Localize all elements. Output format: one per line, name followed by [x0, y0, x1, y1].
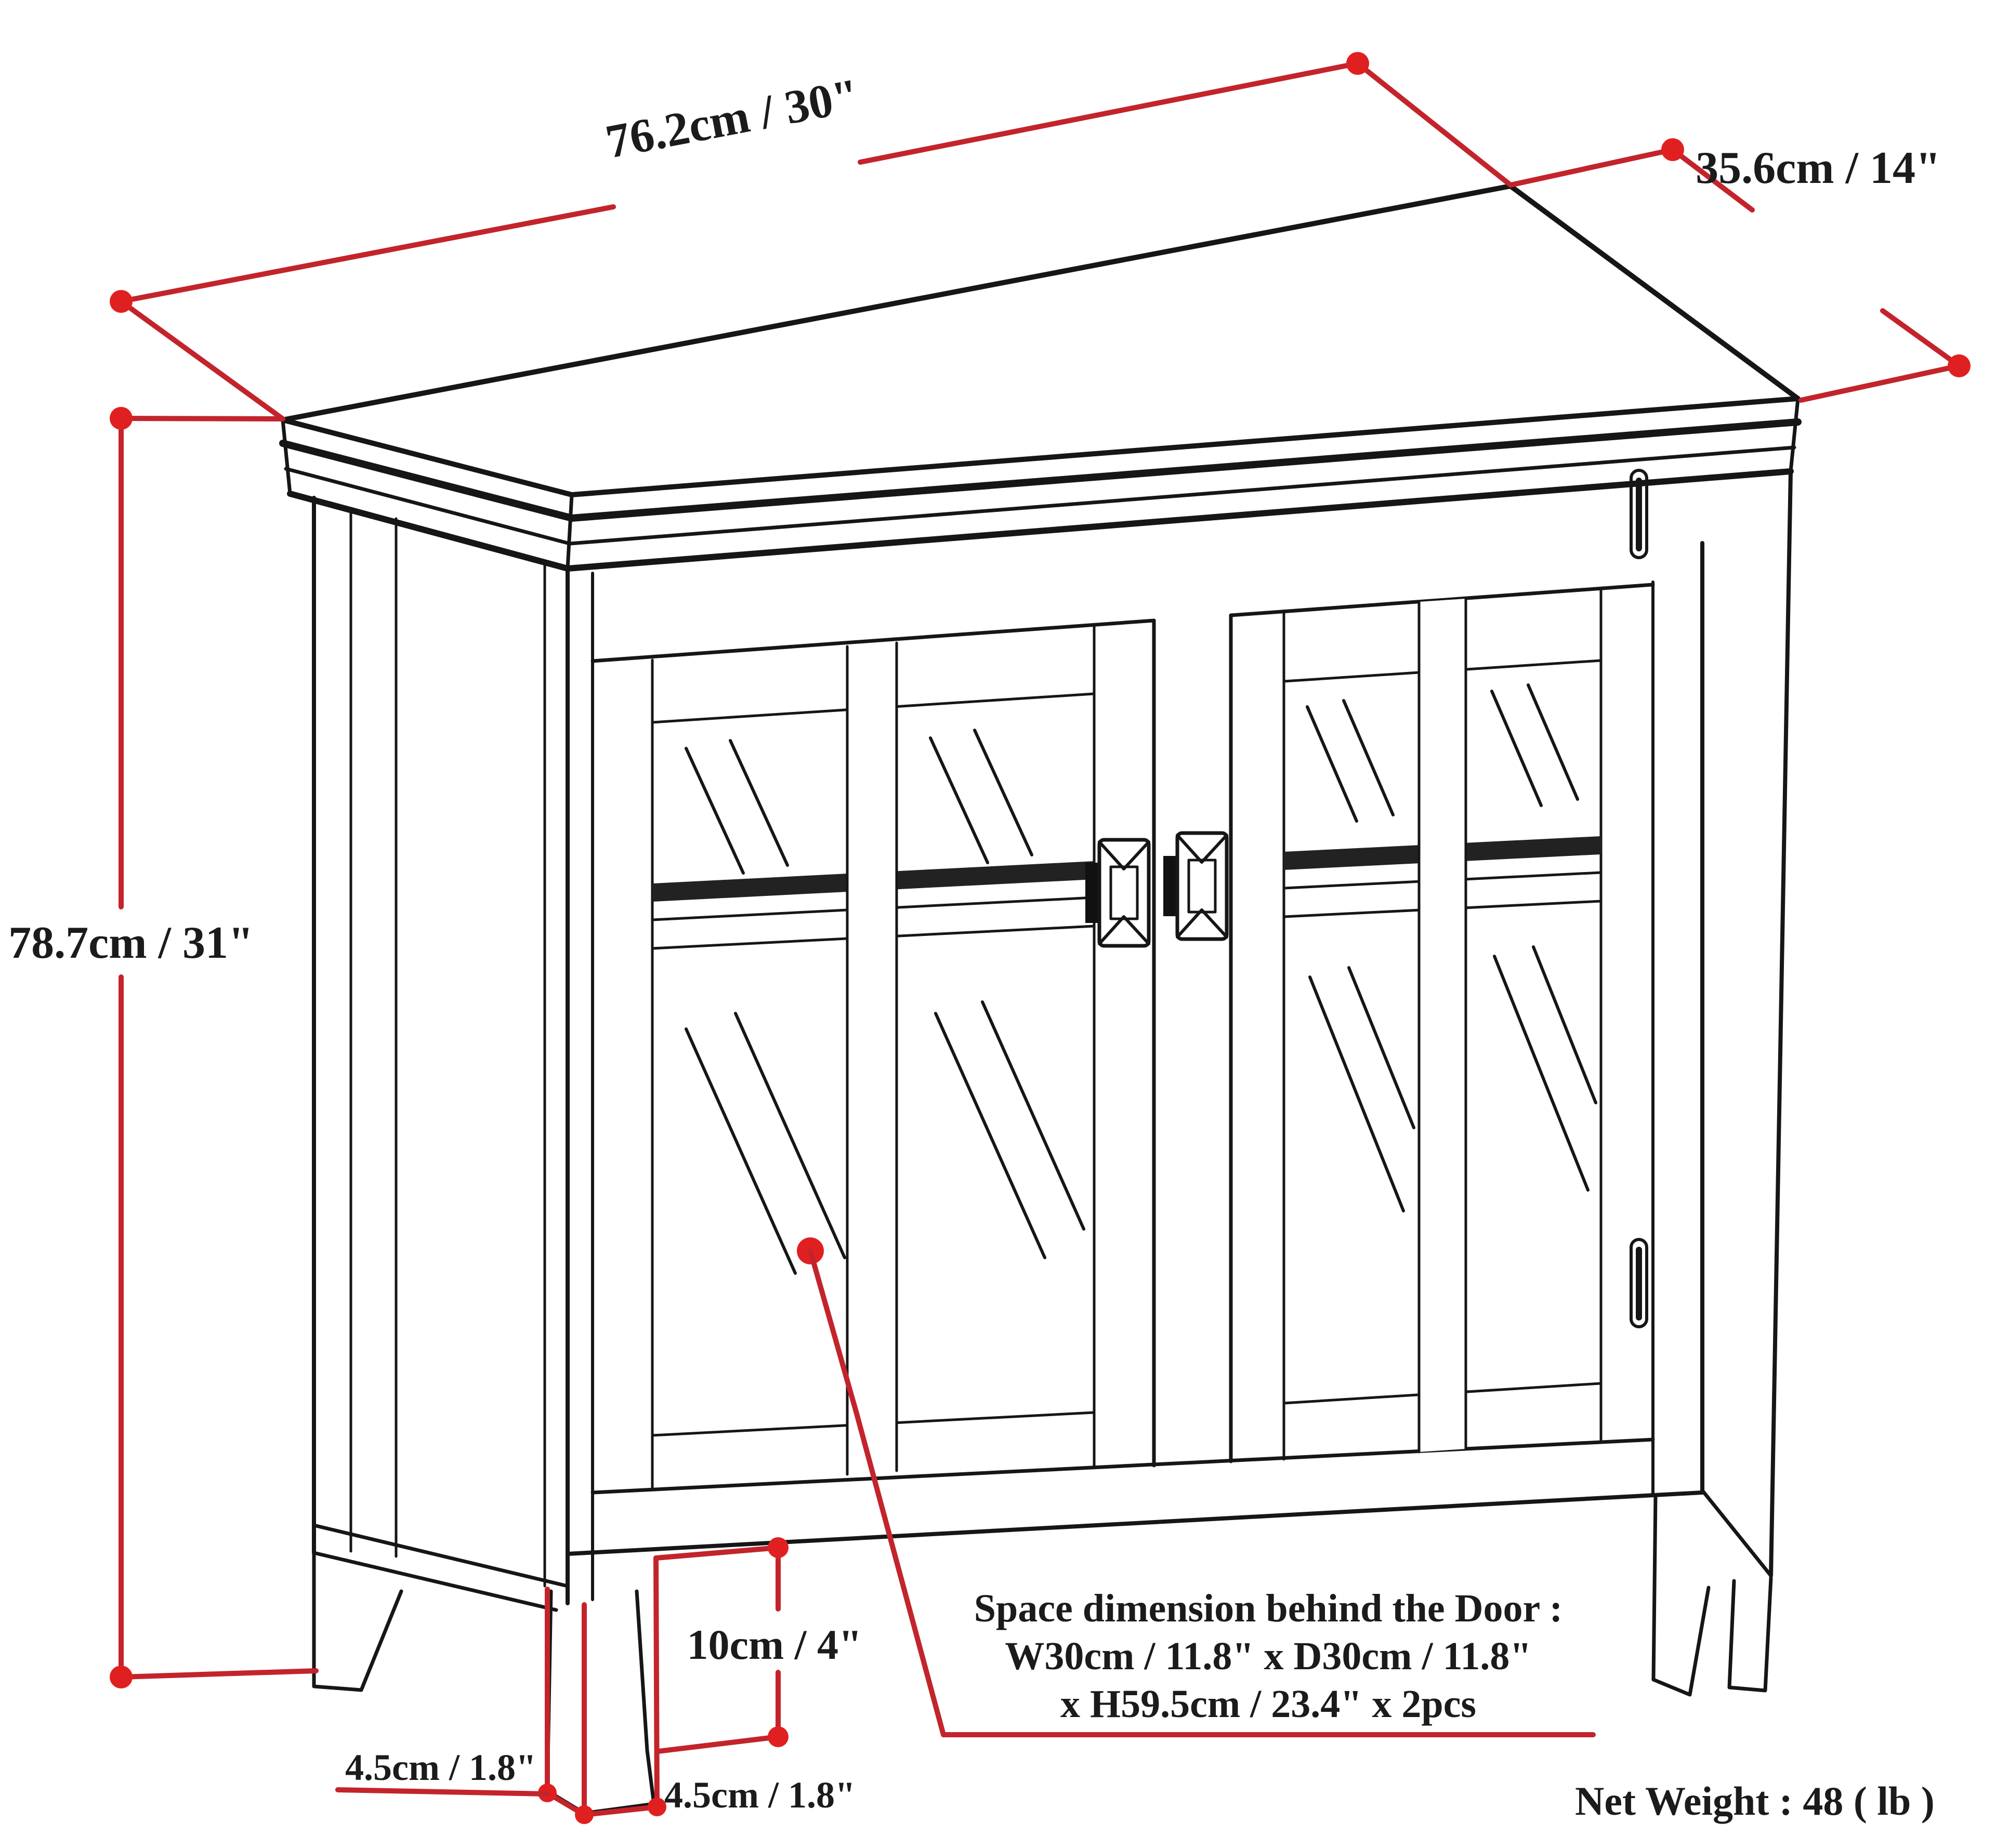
door-top-edges	[590, 583, 1655, 663]
door-center-gap-edges	[1152, 613, 1233, 1468]
cabinet-drawing	[279, 183, 1802, 1815]
height-dimension: 78.7cm / 31"	[8, 407, 319, 1688]
leg-height-dimension-line	[653, 1545, 781, 1754]
foot-outline-red	[545, 1555, 660, 1817]
right-side-bottom-edge	[1700, 1488, 1773, 1578]
tabletop-edge-band	[279, 418, 1802, 522]
dimension-dot	[648, 1798, 666, 1816]
dimension-dot	[768, 1537, 789, 1558]
dimension-dot	[768, 1726, 789, 1747]
molding-corner-steps	[281, 397, 1800, 571]
base-bottom-edge	[566, 1490, 1704, 1556]
dimension-dot	[1948, 354, 1971, 377]
depth-dimension-line	[1508, 147, 1962, 403]
depth-dimension: 35.6cm / 14"	[1508, 138, 1971, 403]
door-bottom-rail	[590, 1437, 1655, 1495]
width-dimension: 76.2cm / 30"	[110, 52, 1513, 421]
height-dimension-line	[119, 416, 319, 1680]
dimension-dot	[575, 1805, 594, 1824]
door-space-leader	[797, 1237, 1596, 1737]
net-weight-label: Net Weight : 48 ( lb )	[1575, 1778, 1935, 1824]
door-stile-inner-edges	[651, 587, 1603, 1491]
molding-bottom-band	[287, 468, 1794, 572]
door-space-note: Space dimension behind the Door : W30cm …	[974, 1587, 1562, 1726]
dimension-dot	[110, 290, 133, 313]
door-space-note-line1: Space dimension behind the Door :	[974, 1587, 1562, 1630]
left-side-bottom-rail	[312, 1523, 570, 1612]
tabletop-face	[280, 183, 1801, 497]
foot-highlight: 4.5cm / 1.8" 4.5cm / 1.8"	[335, 1555, 856, 1824]
door-space-note-line2: W30cm / 11.8" x D30cm / 11.8"	[1005, 1634, 1531, 1678]
right-door-mullion-fill	[1419, 599, 1466, 1452]
right-side-outer-edge	[1769, 469, 1793, 1578]
right-door-knob	[1163, 831, 1229, 941]
left-side-panel-lines	[349, 507, 546, 1588]
dimension-dot	[110, 1666, 133, 1688]
door-space-note-line3: x H59.5cm / 23.4" x 2pcs	[1060, 1682, 1476, 1726]
glass-reflection-lines	[685, 683, 1597, 1275]
leg-height-dimension-label: 10cm / 4"	[687, 1621, 862, 1668]
left-door-mullion-fill	[847, 643, 897, 1474]
foot-height-dimension-label: 4.5cm / 1.8"	[664, 1774, 856, 1816]
foot-width-dimension-label: 4.5cm / 1.8"	[345, 1747, 536, 1788]
depth-dimension-label: 35.6cm / 14"	[1696, 143, 1941, 193]
dimension-dot	[1346, 52, 1369, 75]
width-dimension-line	[119, 61, 1513, 421]
width-dimension-label: 76.2cm / 30"	[601, 68, 863, 168]
left-door-knob	[1085, 838, 1151, 948]
front-right-leg	[1651, 1494, 1711, 1697]
dimension-dot	[1661, 138, 1684, 161]
back-right-leg	[1727, 1576, 1773, 1693]
hinge-bottom	[1630, 1238, 1648, 1328]
front-left-leg	[545, 1589, 656, 1815]
hinge-top	[1630, 469, 1648, 559]
dimension-annotations: 76.2cm / 30" 35.6cm / 14" 78.7cm / 31" 1…	[8, 52, 1971, 1824]
dimension-dot	[110, 407, 133, 430]
leg-height-dimension: 10cm / 4"	[653, 1537, 862, 1754]
foot-width-underline	[335, 1787, 550, 1797]
back-left-leg	[312, 1551, 403, 1692]
left-door-mullion	[846, 641, 898, 1476]
right-door-mullion	[1417, 597, 1467, 1454]
height-dimension-label: 78.7cm / 31"	[8, 918, 254, 968]
leader-line	[808, 1248, 1596, 1737]
